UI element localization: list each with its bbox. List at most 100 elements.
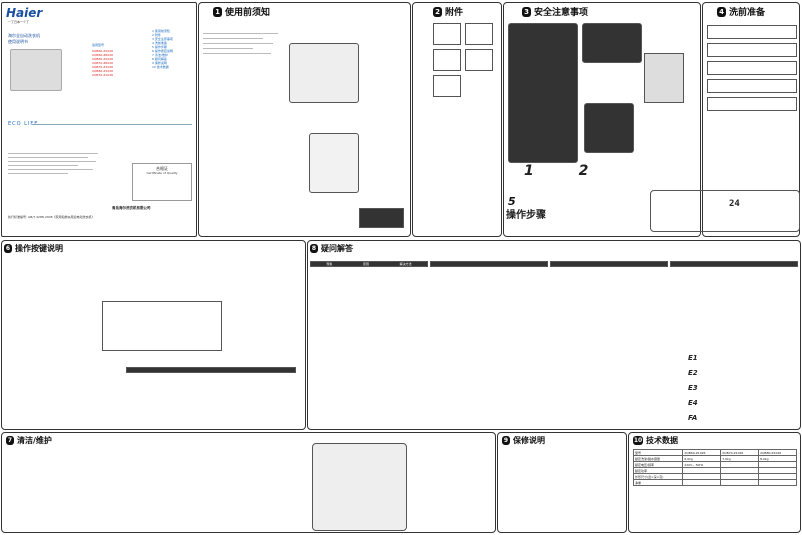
certificate-box: 合格证 Certificate of Quality: [132, 163, 192, 201]
model-item: XQB80-Z1026: [92, 69, 114, 73]
toc-item: 3 安全注意事项: [152, 37, 173, 41]
section-title: 使用前须知: [225, 8, 271, 18]
section-8-panel: 8 疑问解答 现象 原因 解决方法 E1 E2 E3 E4 FA: [307, 240, 801, 430]
prep-item: [707, 79, 797, 93]
faq-table-header: [550, 261, 668, 267]
company-name: 青岛海尔洗衣机有限公司: [112, 206, 151, 210]
certificate-title: 合格证: [156, 166, 168, 171]
brand-logo: Haier: [6, 6, 43, 20]
section-3-heading: 3 安全注意事项: [522, 5, 588, 18]
error-code: E1: [688, 354, 698, 362]
washer-cleaning-diagram: [312, 443, 407, 531]
washer-illustration: [10, 49, 62, 91]
section-number: 6: [4, 244, 12, 253]
model-list: XQB60-Z1026 XQB60-Z6026 XQB65-Z1026 XQB7…: [92, 49, 113, 77]
faq-header: 原因: [362, 262, 369, 266]
accessory-item: [465, 49, 493, 71]
washer-diagram: [644, 53, 684, 103]
section-title: 保修说明: [513, 436, 545, 445]
section-number: 9: [502, 436, 510, 445]
washer-tub-diagram: [309, 133, 359, 193]
error-code: E4: [688, 399, 698, 407]
standard-text: 执行标准编号: GB/T 4288-2008《家用和类似用途电动洗衣机》: [8, 215, 95, 219]
model-item: XQB60-Z1026: [92, 49, 114, 53]
section-5-heading: 5: [508, 195, 516, 208]
section-5-title: 操作步骤: [506, 210, 546, 221]
accessory-item: [433, 49, 461, 71]
section-2-panel: 2 附件: [412, 2, 502, 237]
section-number: 4: [717, 6, 726, 17]
section-1-panel: 1 使用前须知: [198, 2, 411, 237]
washer-top-diagram: [289, 43, 359, 103]
control-panel-diagram: 24: [650, 190, 800, 232]
accessory-item: [465, 23, 493, 45]
section-6-panel: 6 操作按键说明: [1, 240, 306, 430]
section-9-panel: 9 保修说明: [497, 432, 627, 533]
faq-table-header: [670, 261, 798, 267]
toc-item: 9 保修说明: [152, 61, 167, 65]
text-lines: [203, 33, 283, 58]
section-title: 疑问解答: [321, 244, 353, 253]
certificate-subtitle: Certificate of Quality: [146, 171, 178, 175]
error-code-list: E1 E2 E3 E4 FA: [688, 351, 698, 426]
prep-item: [707, 61, 797, 75]
toc-item: 10 技术数据: [152, 65, 169, 69]
section-title: 清洁/维护: [17, 436, 52, 445]
section-title: 技术数据: [646, 436, 678, 445]
toc-item: 6 操作按钮说明: [152, 49, 173, 53]
section-number: 3: [522, 6, 531, 17]
section-title: 安全注意事项: [534, 8, 589, 18]
manual-title: 使用说明书: [8, 39, 28, 44]
warning-box: [582, 23, 642, 63]
button-diagram: [102, 301, 222, 351]
product-title: 海尔全自动洗衣机: [8, 33, 40, 38]
step-number: 1: [524, 163, 534, 179]
section-2-heading: 2 附件: [433, 5, 463, 18]
display-readout: 24: [729, 199, 740, 209]
faq-table-header: [430, 261, 548, 267]
step-number: 2: [578, 163, 589, 179]
section-4-panel: 4 洗前准备: [702, 2, 800, 237]
table-cell: 净重: [632, 479, 684, 486]
section-number: 1: [213, 6, 222, 17]
toc-item: 8 疑问解答: [152, 57, 167, 61]
section-title: 洗前准备: [729, 8, 766, 18]
model-item: XQB60-Z6026: [92, 53, 114, 57]
toc-item: 2 附件: [152, 33, 161, 37]
faq-header: 解决方法: [399, 262, 412, 266]
accessory-item: [433, 75, 461, 97]
section-number: 7: [6, 436, 14, 445]
prep-item: [707, 25, 797, 39]
program-table-header: [126, 367, 296, 373]
toc-item: 7 清洁/维护: [152, 53, 168, 57]
section-number: 2: [433, 6, 442, 17]
section-7-panel: 7 清洁/维护: [1, 432, 496, 533]
accessory-item: [433, 23, 461, 45]
section-title: 附件: [445, 8, 464, 18]
section-number: 8: [310, 244, 318, 253]
cover-panel: Haier 一丁日本一个丁 海尔全自动洗衣机 使用说明书 适用型号 XQB60-…: [1, 2, 197, 237]
prep-item: [707, 43, 797, 57]
warning-box: [584, 103, 634, 153]
section-number: 10: [633, 436, 643, 445]
section-7-heading: 7 清洁/维护: [6, 435, 52, 446]
toc-item: 4 洗前准备: [152, 41, 167, 45]
error-code: FA: [688, 414, 698, 422]
faq-table-header: 现象 原因 解决方法: [310, 261, 428, 267]
notice-box: [359, 208, 404, 228]
section-6-heading: 6 操作按键说明: [4, 243, 63, 254]
section-4-heading: 4 洗前准备: [717, 5, 765, 18]
model-item: XQB65-Z1026: [92, 57, 114, 61]
section-9-heading: 9 保修说明: [502, 435, 545, 446]
section-number: 5: [508, 195, 516, 208]
step-numbers: 1 2: [524, 163, 588, 179]
section-3-panel: 3 安全注意事项 1 2 5 操作步骤: [503, 2, 701, 237]
divider: [32, 124, 192, 125]
toc-item: 5 操作步骤: [152, 45, 167, 49]
toc-list: 1 使用前须知 2 附件 3 安全注意事项 4 洗前准备 5 操作步骤 6 操作…: [152, 29, 173, 69]
error-code: E2: [688, 369, 698, 377]
brand-tagline: 一丁日本一个丁: [8, 20, 30, 24]
model-item: XQB70-Z1026: [92, 65, 114, 69]
